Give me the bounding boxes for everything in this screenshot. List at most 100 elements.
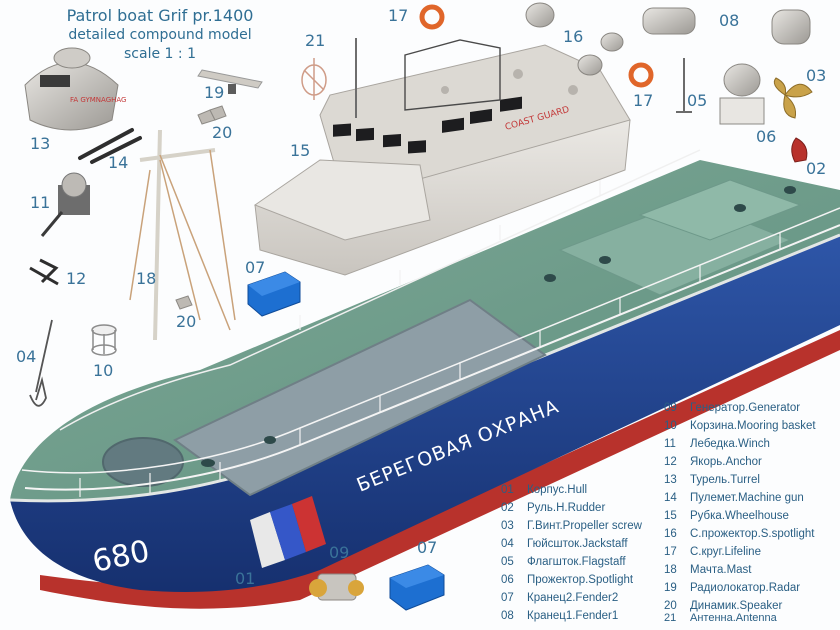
wheelhouse: COAST GUARD (253, 38, 631, 276)
callout-18: 18 (136, 269, 157, 288)
legend-text: Турель.Turrel (690, 474, 760, 486)
rudder-part (791, 137, 808, 163)
jackstaff-part (29, 319, 53, 407)
legend-num: 08 (501, 610, 514, 622)
legend-text: Г.Винт.Propeller screw (527, 520, 642, 532)
legend-num: 19 (664, 582, 677, 594)
legend-item-04: 04 Гюйсшток.Jackstaff (501, 538, 628, 550)
legend-text: Динамик.Speaker (690, 600, 783, 612)
legend-item-13: 13 Турель.Turrel (664, 474, 760, 486)
legend-text: Гюйсшток.Jackstaff (527, 538, 628, 550)
legend-num: 05 (501, 556, 514, 568)
callout-19: 19 (204, 83, 225, 102)
legend-text: Лебедка.Winch (690, 438, 770, 450)
legend-text: Корпус.Hull (527, 484, 588, 496)
legend-item-06: 06 Прожектор.Spotlight (501, 574, 633, 586)
callout-11: 11 (30, 193, 51, 212)
deck-railing-back (59, 149, 701, 431)
legend-item-10: 10 Корзина.Mooring basket (664, 420, 816, 432)
legend-text: Антенна.Antenna (690, 612, 777, 624)
callout-20-top: 20 (212, 123, 233, 142)
callout-08: 08 (719, 11, 740, 30)
legend-num: 13 (664, 474, 677, 486)
s-spotlight-part (525, 2, 624, 76)
flagstaff-part (676, 58, 692, 113)
bow-flag-stripes (250, 512, 285, 568)
legend-item-02: 02 Руль.Н.Rudder (501, 502, 605, 514)
deck-railing-front (24, 224, 840, 491)
legend-item-11: 11 Лебедка.Winch (664, 438, 770, 450)
deck-hatch (173, 298, 547, 497)
legend-num: 09 (664, 402, 677, 414)
legend-num: 02 (501, 502, 514, 514)
legend-num: 16 (664, 528, 677, 540)
mast-part (129, 129, 236, 341)
callout-21: 21 (305, 31, 326, 50)
wheelhouse-windows (333, 96, 522, 154)
callout-02: 02 (806, 159, 827, 178)
callout-06: 06 (756, 127, 777, 146)
legend-item-18: 18 Мачта.Mast (664, 564, 752, 576)
speaker-part-top (197, 105, 227, 125)
callout-20-bottom: 20 (176, 312, 197, 331)
machine-gun-part (78, 128, 142, 164)
legend-num: 17 (664, 546, 677, 558)
fender2-part-top (247, 271, 301, 317)
legend-num: 07 (501, 592, 514, 604)
legend-num: 04 (501, 538, 514, 550)
legend-item-03: 03 Г.Винт.Propeller screw (501, 520, 642, 532)
callout-07-bottom: 07 (417, 538, 438, 557)
turret-text: FA GYMNAGHAG (70, 96, 126, 104)
legend-text: Мачта.Mast (690, 564, 752, 576)
callout-09: 09 (329, 543, 350, 562)
legend-text: Пулемет.Machine gun (690, 492, 804, 504)
legend-num: 20 (664, 600, 677, 612)
legend-item-08: 08 Кранец1.Fender1 (501, 610, 618, 622)
callout-14: 14 (108, 153, 129, 172)
legend-item-09: 09 Генератор.Generator (664, 402, 800, 414)
legend-text: Руль.Н.Rudder (527, 502, 606, 514)
callout-05: 05 (687, 91, 708, 110)
legend-num: 06 (501, 574, 514, 586)
callout-17-right: 17 (633, 91, 654, 110)
hull: БЕРЕГОВАЯ ОХРАНА 680 (9, 149, 840, 609)
legend-text: Кранец2.Fender2 (527, 592, 619, 604)
turret-part: FA GYMNAGHAG (24, 47, 126, 131)
legend-text: Корзина.Mooring basket (690, 420, 816, 432)
callout-12: 12 (66, 269, 87, 288)
legend-text: Рубка.Wheelhouse (690, 510, 789, 522)
lifeline-part-top (419, 4, 445, 30)
callout-17-top: 17 (388, 6, 409, 25)
legend-item-17: 17 С.круг.Lifeline (664, 546, 761, 558)
deck-circular-hatch (102, 437, 184, 487)
generator-part (309, 573, 364, 601)
legend-num: 12 (664, 456, 677, 468)
legend-item-20: 20 Динамик.Speaker (664, 600, 782, 612)
callout-10: 10 (93, 361, 114, 380)
legend-text: Генератор.Generator (690, 402, 801, 414)
antenna-part (301, 58, 327, 100)
legend-num: 14 (664, 492, 677, 504)
legend-text: Прожектор.Spotlight (527, 574, 634, 586)
speaker-part-bottom (175, 295, 193, 310)
legend-num: 10 (664, 420, 677, 432)
legend-item-14: 14 Пулемет.Machine gun (664, 492, 804, 504)
legend-text: Кранец1.Fender1 (527, 610, 619, 622)
legend-num: 15 (664, 510, 677, 522)
diagram-subtitle: detailed compound model (68, 27, 252, 43)
mooring-basket-part (91, 324, 117, 356)
legend-item-15: 15 Рубка.Wheelhouse (664, 510, 789, 522)
winch-part (40, 172, 90, 237)
fender1-part (642, 7, 811, 45)
legend-num: 18 (664, 564, 677, 576)
callout-03: 03 (806, 66, 827, 85)
legend-num: 03 (501, 520, 514, 532)
legend-num: 11 (664, 438, 676, 450)
propeller-part (773, 77, 813, 119)
legend-text: С.круг.Lifeline (690, 546, 761, 558)
